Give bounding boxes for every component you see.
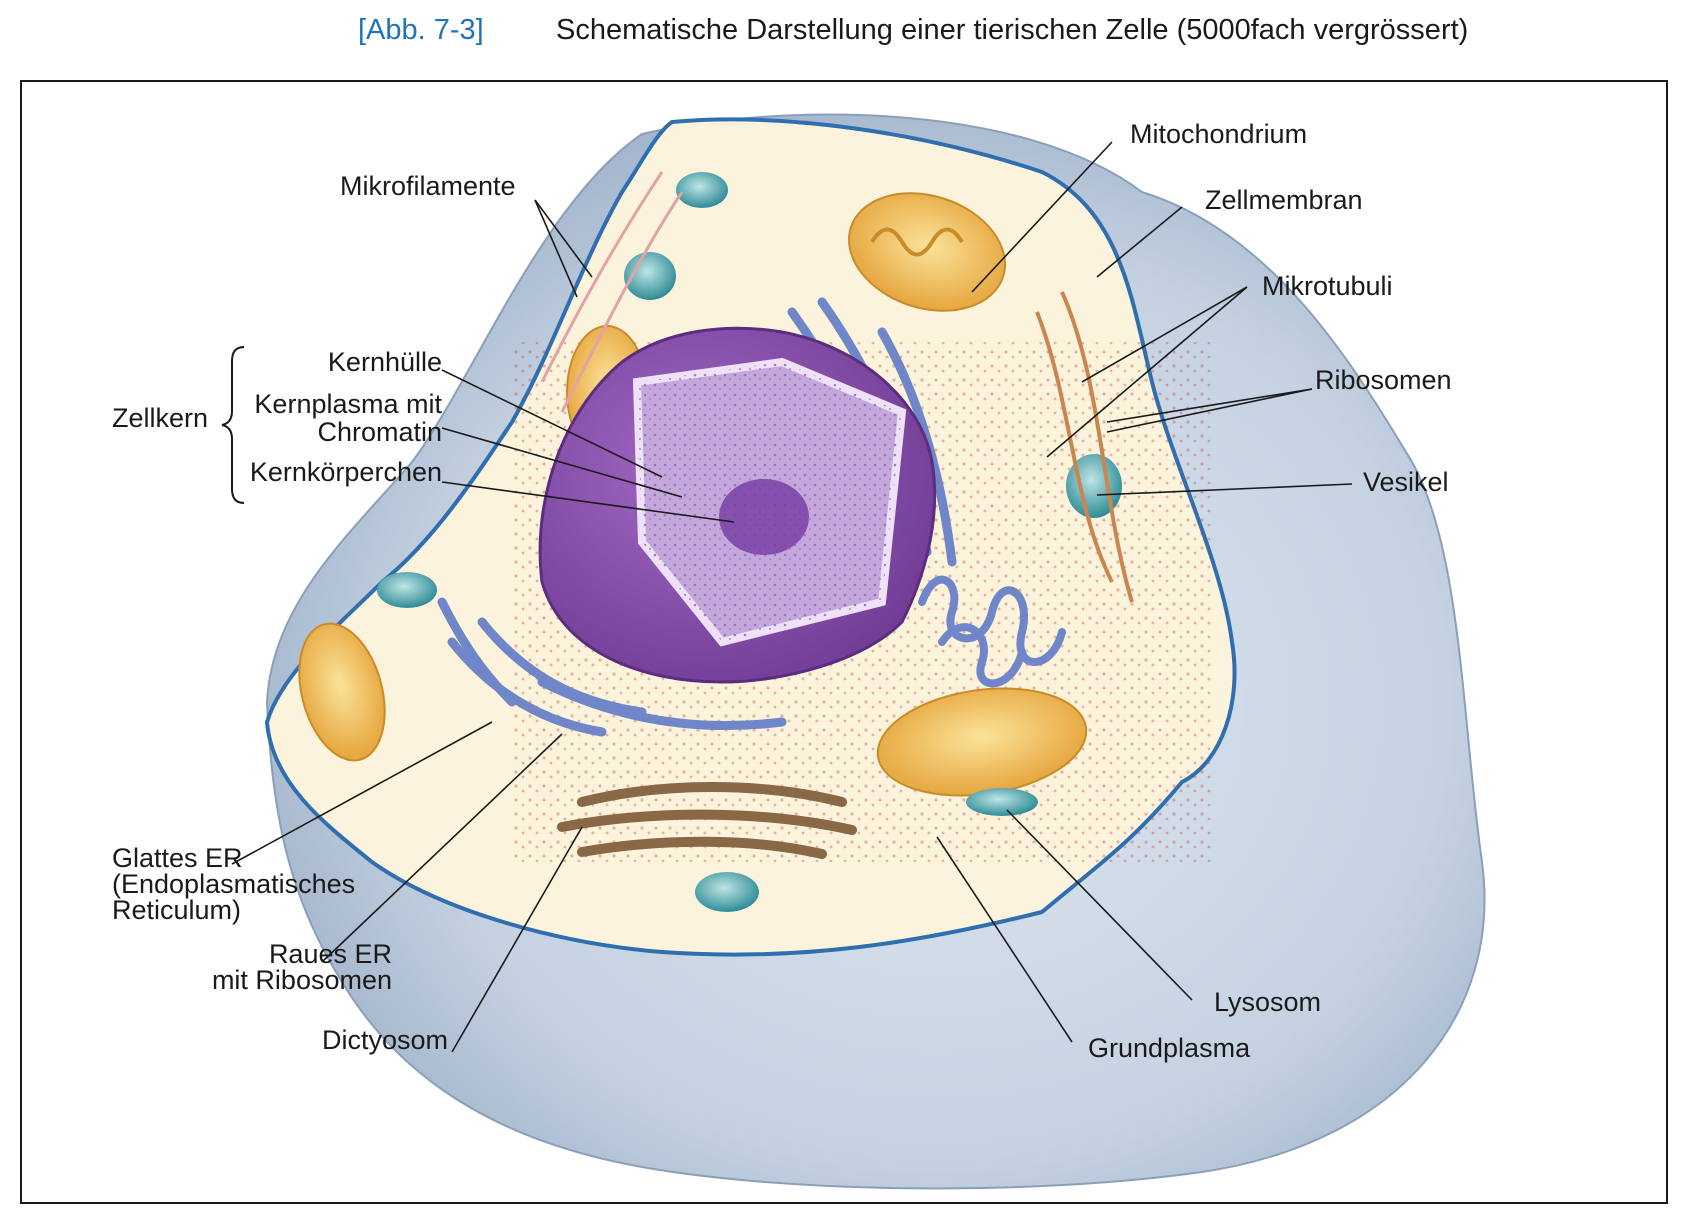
figure-title: Schematische Darstellung einer tierische… <box>556 14 1469 46</box>
label-grundplasma: Grundplasma <box>1088 1033 1251 1063</box>
label-lysosom: Lysosom <box>1214 987 1322 1017</box>
dictyosome <box>557 782 857 859</box>
label-ribosomen: Ribosomen <box>1315 365 1452 395</box>
mitochondrion-bottom-left <box>298 622 386 762</box>
figure-frame: Mikrofilamente Zellkern Kernhülle Kernpl… <box>20 80 1668 1204</box>
lysosome <box>966 788 1038 816</box>
label-glattes-er-3: Reticulum) <box>112 895 242 925</box>
mitochondrion-top <box>847 192 1007 312</box>
nucleolus <box>719 479 809 555</box>
label-raues-er-2: mit Ribosomen <box>211 965 392 995</box>
leader-lines <box>231 141 1353 1053</box>
nucleus <box>538 326 937 684</box>
label-kernkoerperchen: Kernkörperchen <box>249 457 442 487</box>
label-raues-er-1: Raues ER <box>268 939 392 969</box>
smooth-er <box>918 575 1066 688</box>
label-glattes-er-2: (Endoplasmatisches <box>112 869 356 899</box>
vesicle-top <box>676 172 728 208</box>
label-kernplasma-2: Chromatin <box>317 417 442 447</box>
label-kernhuelle: Kernhülle <box>327 347 442 377</box>
microtubule-1 <box>1035 311 1114 583</box>
zellkern-brace <box>221 346 245 504</box>
figure-caption: [Abb. 7-3] Schematische Darstellung eine… <box>0 14 1688 54</box>
label-vesikel: Vesikel <box>1363 467 1449 497</box>
label-dictyosom: Dictyosom <box>321 1025 448 1055</box>
label-glattes-er-1: Glattes ER <box>112 843 243 873</box>
label-zellkern: Zellkern <box>112 403 209 433</box>
label-mikrofilamente: Mikrofilamente <box>340 171 516 201</box>
figure-number: [Abb. 7-3] <box>358 14 484 46</box>
label-mitochondrium: Mitochondrium <box>1130 119 1308 149</box>
microtubule-2 <box>1060 291 1134 603</box>
microfilament-2 <box>560 191 684 413</box>
label-zellmembran: Zellmembran <box>1205 185 1363 215</box>
label-mikrotubuli: Mikrotubuli <box>1262 271 1393 301</box>
vesicle-right <box>1066 454 1122 518</box>
microfilament-1 <box>540 171 664 383</box>
cell-illustration <box>221 113 1486 1190</box>
label-kernplasma-1: Kernplasma mit <box>254 389 442 419</box>
vesicle-bottom <box>695 872 759 912</box>
vesicle-mid-left <box>377 572 437 608</box>
